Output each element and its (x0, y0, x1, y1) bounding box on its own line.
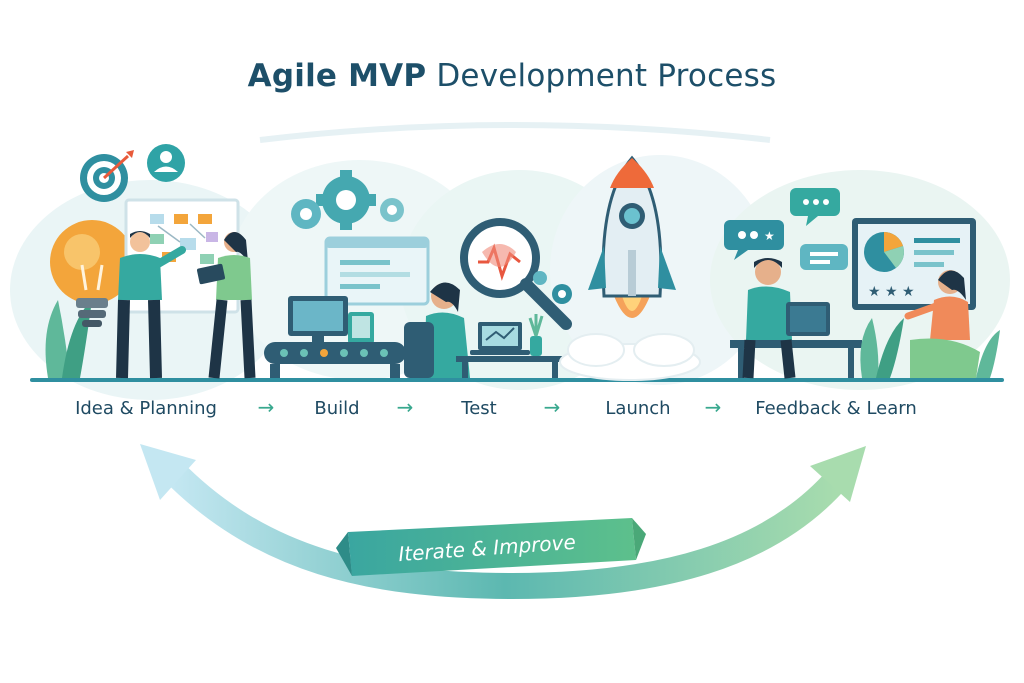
title-regular: Development Process (436, 58, 777, 94)
chat-bubble-icon: ★ (724, 188, 848, 270)
loop-arrowhead-left (140, 444, 196, 500)
conveyor-belt (264, 342, 406, 378)
scene-idea-planning (45, 144, 256, 379)
step-arrow-4: → (704, 395, 722, 419)
person-tablet (196, 232, 256, 379)
rocket-icon (588, 155, 676, 318)
svg-text:★ ★ ★: ★ ★ ★ (868, 284, 915, 300)
step-arrow-3: → (543, 395, 561, 419)
laptop-icon (470, 322, 530, 355)
person-at-laptop (742, 258, 830, 379)
plant-left-icon (45, 300, 92, 378)
step-feedback-learn: Feedback & Learn (755, 398, 917, 419)
svg-text:★: ★ (764, 229, 775, 243)
pie-chart-icon (864, 232, 904, 272)
code-window (324, 236, 430, 306)
lightbulb-icon (50, 220, 134, 327)
user-icon (147, 144, 185, 182)
step-idea-planning: Idea & Planning (75, 398, 217, 419)
plant-right-icon (860, 318, 1000, 378)
iterate-banner (336, 518, 646, 576)
loop-arrowhead-right (810, 446, 866, 502)
gear-icon (291, 170, 404, 230)
person-pointing (116, 231, 186, 379)
person-seated-presenting (904, 270, 980, 378)
star-icon: ★ ★ ★ (868, 284, 915, 300)
monitor-icon (288, 296, 374, 344)
scene-test (404, 218, 572, 378)
target-icon (80, 150, 134, 202)
step-arrow-2: → (396, 395, 414, 419)
scene-build (264, 170, 430, 378)
launch-cloud (559, 333, 701, 381)
gear-small-icon (533, 271, 572, 304)
dashboard-panel: ★ ★ ★ (852, 218, 976, 310)
iterate-loop-arrow (140, 444, 866, 600)
scene-feedback: ★ ★ ★ ★ (724, 188, 1000, 379)
title-bold: Agile MVP (247, 58, 427, 94)
feedback-desk (730, 340, 862, 378)
step-arrow-1: → (257, 395, 275, 419)
page-title: Agile MVP Development Process (0, 58, 1024, 94)
step-launch: Launch (605, 398, 671, 419)
magnifier-icon (460, 218, 572, 330)
ground-line (30, 378, 1004, 382)
step-test: Test (461, 398, 497, 419)
scene-launch (559, 155, 701, 381)
test-desk (456, 314, 566, 378)
step-build: Build (314, 398, 360, 419)
